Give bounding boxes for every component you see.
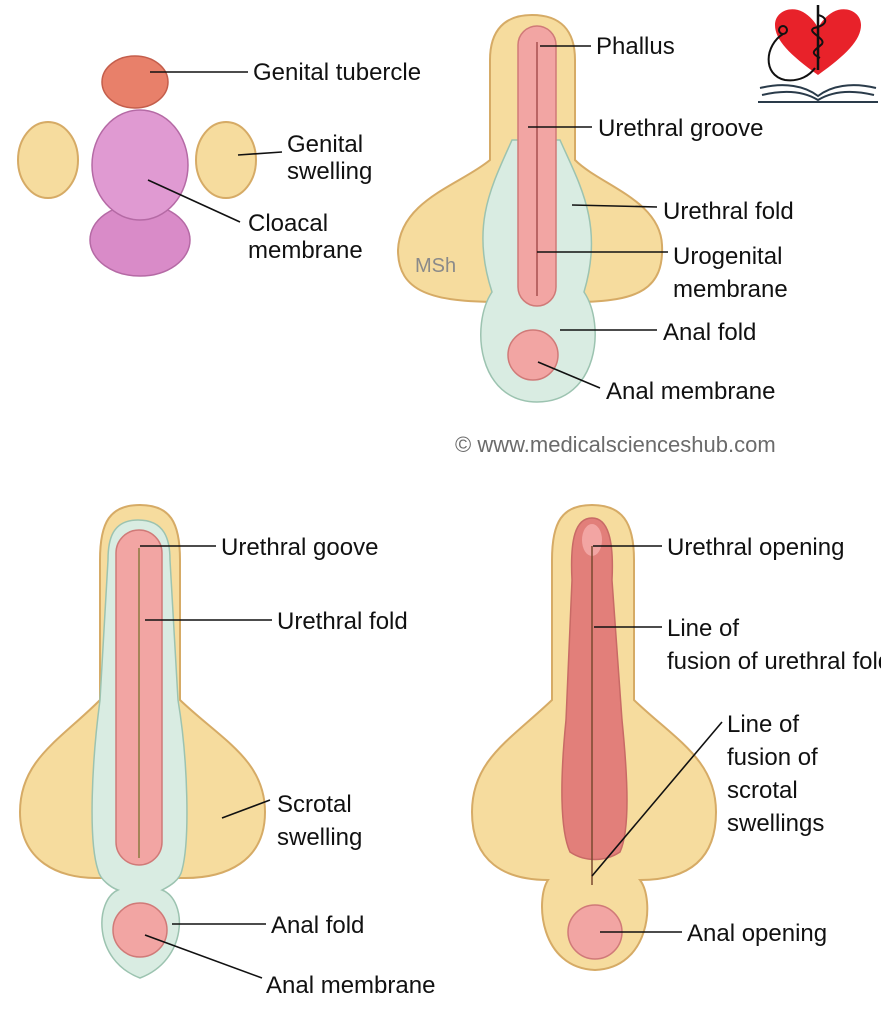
label-phallus: Phallus	[596, 33, 675, 60]
label-urethral-fold-3: Urethral fold	[277, 608, 408, 635]
label-genital-swelling-2: swelling	[287, 158, 372, 185]
panel-early-male: MSh Phallus Urethral groove Urethral fol…	[396, 13, 794, 405]
label-anal-membrane: Anal membrane	[606, 378, 775, 405]
label-line-fusion-swellings-4: swellings	[727, 810, 824, 837]
label-line-fusion-swellings-3: scrotal	[727, 777, 798, 804]
label-anal-fold: Anal fold	[663, 319, 756, 346]
msh-watermark: MSh	[415, 255, 456, 277]
genital-tubercle	[101, 55, 169, 109]
label-scrotal-swelling-2: swelling	[277, 824, 362, 851]
label-line-fusion-swellings: Line of	[727, 711, 799, 738]
label-urethral-opening: Urethral opening	[667, 534, 844, 561]
logo	[758, 5, 878, 103]
panel-indifferent-stage: Genital tubercle Genital swelling Cloaca…	[17, 55, 421, 277]
watermark-text: © www.medicalscienceshub.com	[455, 432, 776, 457]
label-cloacal-membrane: Cloacal	[248, 210, 328, 237]
label-anal-fold-3: Anal fold	[271, 912, 364, 939]
label-line-fusion-folds: Line of	[667, 615, 739, 642]
label-urogenital-membrane-2: membrane	[673, 276, 788, 303]
label-scrotal-swelling: Scrotal	[277, 791, 352, 818]
label-genital-swelling: Genital	[287, 131, 363, 158]
label-urethral-fold: Urethral fold	[663, 198, 794, 225]
genital-swelling-right	[195, 121, 257, 199]
cloacal-membrane-upper	[91, 109, 189, 221]
label-line-fusion-folds-2: fusion of urethral folds	[667, 648, 881, 675]
label-urethral-goove: Urethral goove	[221, 534, 378, 561]
genital-swelling-left	[17, 121, 79, 199]
panel-male-mid: Urethral goove Urethral fold Scrotal swe…	[18, 503, 435, 999]
label-line-fusion-swellings-2: fusion of	[727, 744, 818, 771]
label-anal-membrane-3: Anal membrane	[266, 972, 435, 999]
label-anal-opening: Anal opening	[687, 920, 827, 947]
label-urethral-groove: Urethral groove	[598, 115, 763, 142]
label-cloacal-membrane-2: membrane	[248, 237, 363, 264]
panel-male-late: Urethral opening Line of fusion of ureth…	[470, 503, 881, 972]
label-urogenital-membrane: Urogenital	[673, 243, 782, 270]
label-genital-tubercle: Genital tubercle	[253, 59, 421, 86]
